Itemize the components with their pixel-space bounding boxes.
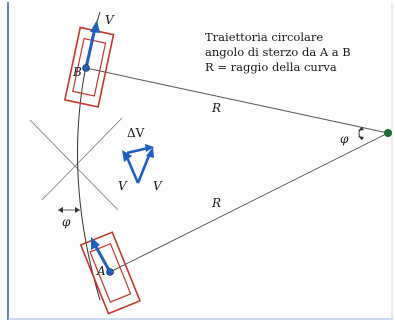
- caption-line-2: angolo di sterzo da A a B: [205, 45, 351, 59]
- caption-line-3: R = raggio della curva: [205, 60, 337, 74]
- diagram-caption: Traiettoria circolare angolo di sterzo d…: [205, 30, 385, 75]
- curve-center-dot: [384, 129, 392, 137]
- point-b-dot: [82, 64, 90, 72]
- vehicle-a: [79, 231, 142, 315]
- caption-line-1: Traiettoria circolare: [205, 30, 324, 44]
- radius-line-bottom: [109, 132, 389, 273]
- point-a-dot: [106, 268, 114, 276]
- steering-line-2: [41, 117, 123, 201]
- radius-line-top: [85, 67, 389, 134]
- label-v-left: V: [118, 179, 128, 193]
- label-delta-v: ΔV: [127, 126, 145, 140]
- steering-line-1: [29, 119, 119, 211]
- label-angle-center: φ: [340, 132, 349, 146]
- label-radius-bottom: R: [211, 196, 221, 210]
- label-radius-top: R: [211, 101, 221, 115]
- label-velocity-top: V: [105, 13, 115, 27]
- delta-v-triangle: [122, 144, 154, 184]
- label-point-b: B: [72, 65, 82, 79]
- label-point-a: A: [96, 264, 106, 278]
- label-angle-side: φ: [62, 215, 71, 229]
- velocity-vector-b: [84, 27, 97, 69]
- velocity-vector-a: [93, 244, 112, 273]
- label-v-right: V: [153, 179, 163, 193]
